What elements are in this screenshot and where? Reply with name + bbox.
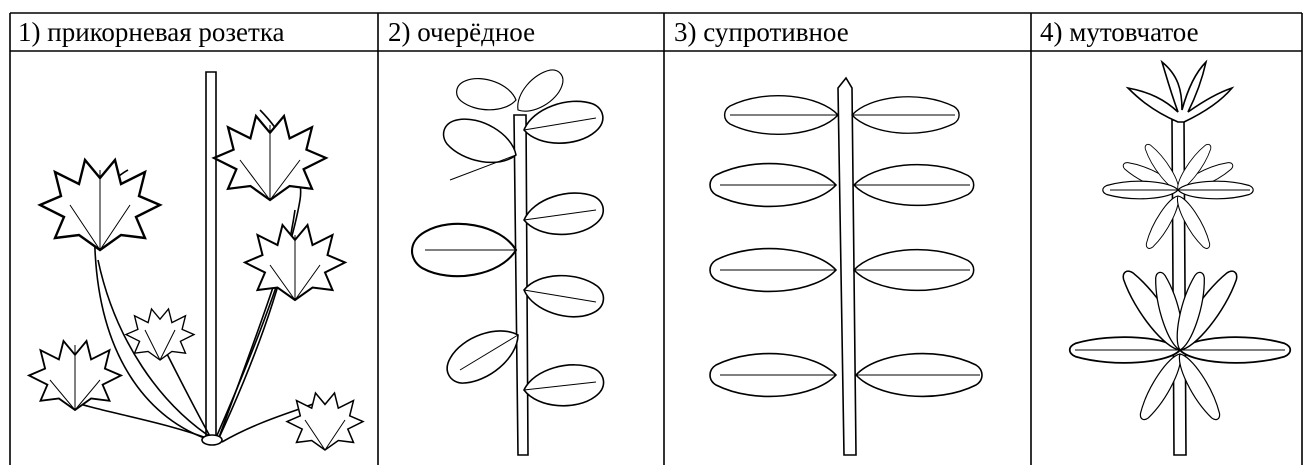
alternate-illustration	[410, 62, 608, 456]
table-grid	[9, 12, 1303, 465]
header-opposite: 3) супротивное	[674, 17, 849, 47]
opposite-illustration	[709, 76, 983, 456]
whorled-illustration	[1068, 59, 1292, 456]
rosette-illustration	[28, 71, 364, 451]
header-whorled: 4) мутовчатое	[1040, 17, 1199, 47]
header-alternate: 2) очерёдное	[388, 17, 536, 47]
header-rosette: 1) прикорневая розетка	[18, 17, 285, 47]
